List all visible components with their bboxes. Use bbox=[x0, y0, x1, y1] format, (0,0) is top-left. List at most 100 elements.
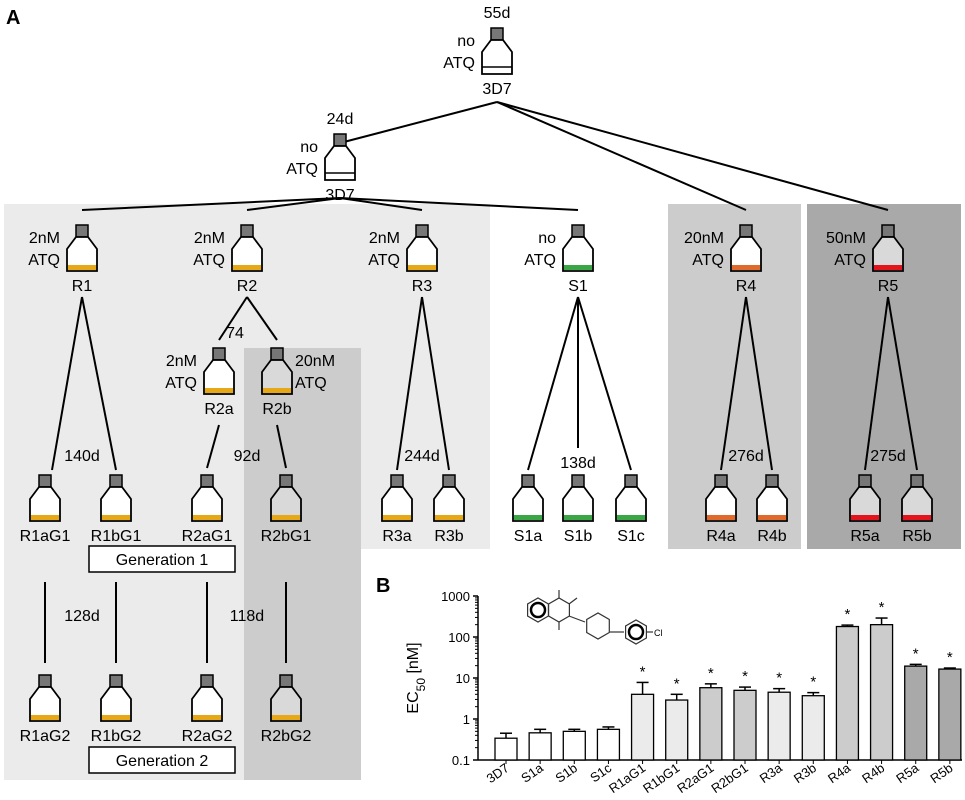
flask-medium-fill bbox=[68, 265, 96, 270]
flask-r5a: R5a bbox=[849, 474, 881, 545]
drug-name-r3: ATQ bbox=[368, 252, 400, 269]
flask-body-icon bbox=[756, 486, 788, 522]
flask-medium-fill bbox=[874, 265, 902, 270]
flask-body-icon bbox=[901, 486, 933, 522]
bar-S1c bbox=[596, 728, 621, 761]
flask-cap-icon bbox=[270, 347, 284, 361]
drug-dose-3d7-mid: no bbox=[300, 139, 318, 156]
flask-medium-fill bbox=[383, 515, 411, 520]
significance-R3a: * bbox=[776, 670, 782, 687]
lineage-connectors bbox=[44, 101, 918, 663]
y-tick-label-1: 1 bbox=[463, 712, 470, 727]
x-tick-label-R3b: R3b bbox=[791, 760, 819, 786]
flask-label-r4b: R4b bbox=[757, 528, 786, 545]
flask-body-icon bbox=[481, 39, 513, 75]
background-regions bbox=[4, 204, 961, 780]
flask-body-icon bbox=[615, 486, 647, 522]
drug-name-r5: ATQ bbox=[834, 252, 866, 269]
bar-R3a bbox=[767, 691, 791, 761]
hydroxyl-bond bbox=[568, 597, 578, 605]
line-r1-to-r1ag1 bbox=[51, 296, 83, 471]
flask-medium-fill bbox=[732, 265, 760, 270]
panel-label-a: A bbox=[6, 7, 20, 29]
flask-medium-fill bbox=[903, 515, 931, 520]
flask-r1ag1: R1aG1 bbox=[20, 474, 70, 545]
quinone-ring bbox=[548, 597, 570, 623]
flask-body-icon bbox=[191, 486, 223, 522]
flask-medium-fill bbox=[408, 265, 436, 270]
generation-2-box bbox=[88, 746, 236, 774]
flask-label-r5b: R5b bbox=[902, 528, 931, 545]
x-tick-label-R2bG1: R2bG1 bbox=[708, 760, 750, 796]
flask-cap-icon bbox=[571, 474, 585, 488]
bar-S1b bbox=[562, 730, 586, 761]
x-tick-label-3D7: 3D7 bbox=[484, 760, 512, 786]
flask-medium-fill bbox=[617, 515, 645, 520]
flask-label-r2b: R2b bbox=[262, 401, 291, 418]
flask-label-r3: R3 bbox=[412, 278, 433, 295]
flask-cap-icon bbox=[714, 474, 728, 488]
y-axis-title: EC50 [nM] bbox=[405, 642, 428, 713]
flask-medium-fill bbox=[272, 515, 300, 520]
atovaquone-structure-icon bbox=[527, 590, 653, 645]
significance-R1aG1: * bbox=[640, 663, 646, 680]
significance-R3b: * bbox=[810, 674, 816, 691]
flask-label-r2a: R2a bbox=[204, 401, 233, 418]
flask-label-r2bg1: R2bG1 bbox=[261, 528, 312, 545]
flask-body-icon bbox=[849, 486, 881, 522]
flask-body-icon bbox=[100, 686, 132, 722]
flask-label-3d7-mid: 3D7 bbox=[325, 187, 354, 204]
flask-medium-fill bbox=[707, 515, 735, 520]
flask-label-r1bg2: R1bG2 bbox=[91, 728, 142, 745]
flask-medium-fill bbox=[102, 715, 130, 720]
x-tick-label-R2aG1: R2aG1 bbox=[674, 760, 716, 796]
flask-medium-fill bbox=[514, 515, 542, 520]
duration-r1-branch: 140d bbox=[64, 448, 100, 465]
line-3d7-to-r1 bbox=[81, 197, 341, 211]
flask-label-r2: R2 bbox=[237, 278, 258, 295]
bar-R5a bbox=[904, 665, 928, 761]
flask-cap-icon bbox=[571, 224, 585, 238]
flask-medium-fill bbox=[102, 515, 130, 520]
flask-medium-fill bbox=[758, 515, 786, 520]
flask-r1: R1 2nM ATQ bbox=[28, 224, 98, 295]
line-3d7-to-r3 bbox=[339, 197, 423, 211]
duration-r4-branch: 276d bbox=[728, 448, 764, 465]
x-tick-label-R4b: R4b bbox=[859, 760, 887, 786]
y-tick-label-0: 0.1 bbox=[452, 753, 470, 768]
flask-r2ag2: R2aG2 bbox=[182, 674, 232, 745]
flask-r4b: R4b bbox=[756, 474, 788, 545]
flask-label-r1: R1 bbox=[72, 278, 93, 295]
bar-R2bG1 bbox=[733, 689, 757, 761]
flask-cap-icon bbox=[490, 27, 504, 41]
flask-body-icon bbox=[433, 486, 465, 522]
drug-dose-r3: 2nM bbox=[369, 230, 400, 247]
bar-R5b bbox=[938, 668, 962, 761]
flask-medium-fill bbox=[31, 515, 59, 520]
x-tick-label-R4a: R4a bbox=[825, 760, 854, 786]
flask-s1b: S1b bbox=[562, 474, 594, 545]
flask-label-s1: S1 bbox=[568, 278, 588, 295]
flask-medium-fill bbox=[263, 388, 291, 393]
drug-name-r2b: ATQ bbox=[295, 375, 327, 392]
flask-r3: R3 2nM ATQ bbox=[368, 224, 438, 295]
flask-cap-icon bbox=[739, 224, 753, 238]
duration-r3-branch: 244d bbox=[404, 448, 440, 465]
duration-s1-branch: 138d bbox=[560, 455, 596, 472]
flask-label-r2ag1: R2aG1 bbox=[182, 528, 233, 545]
drug-dose-s1: no bbox=[538, 230, 556, 247]
flask-label-s1b: S1b bbox=[564, 528, 593, 545]
x-tick-label-R1aG1: R1aG1 bbox=[606, 760, 648, 796]
line-3d7-top-to-r5 bbox=[496, 101, 889, 211]
drug-dose-r1: 2nM bbox=[29, 230, 60, 247]
flask-cap-icon bbox=[415, 224, 429, 238]
flask-label-r1ag2: R1aG2 bbox=[20, 728, 71, 745]
line-r2-to-r2a bbox=[218, 296, 248, 341]
flask-cap-icon bbox=[38, 474, 52, 488]
y-tick-label-3: 100 bbox=[448, 630, 470, 645]
drug-name-r1: ATQ bbox=[28, 252, 60, 269]
flask-label-s1c: S1c bbox=[617, 528, 645, 545]
